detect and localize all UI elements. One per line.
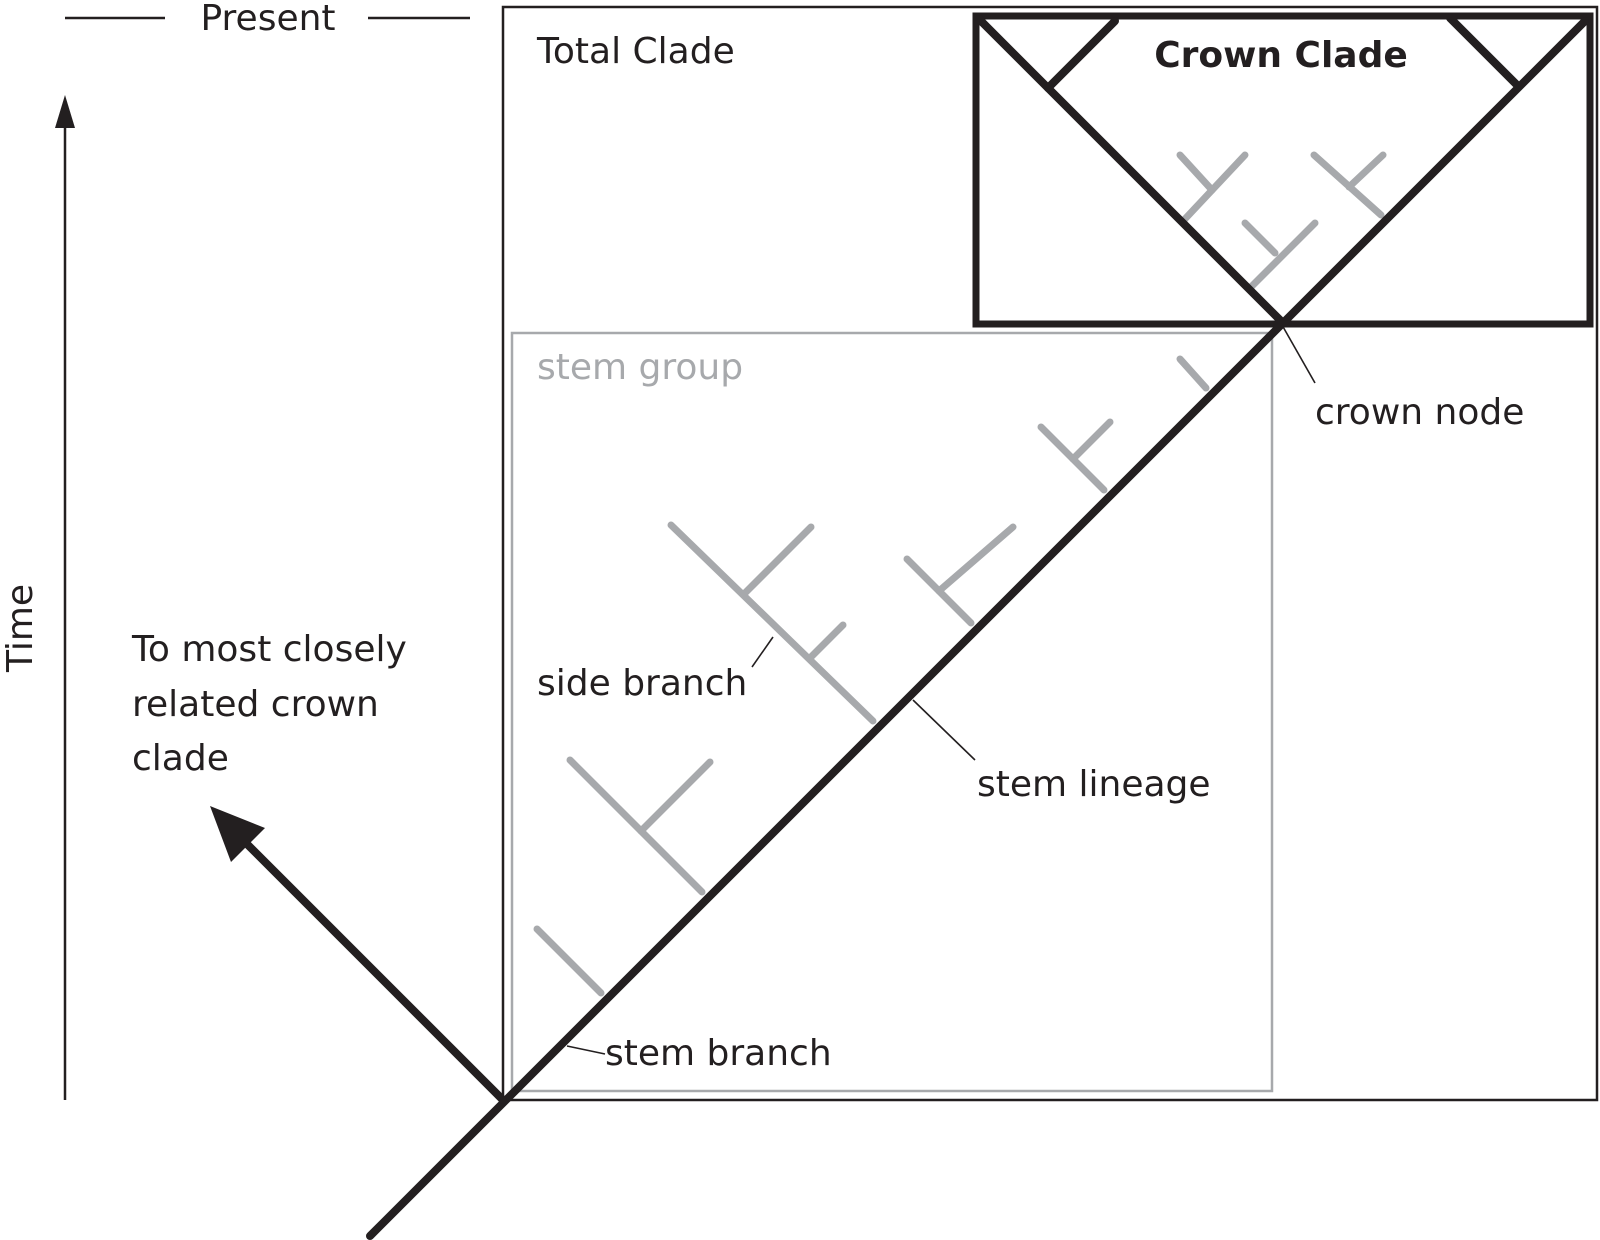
- stem-side-branches: [533, 355, 1210, 997]
- stem-lineage-line: [366, 17, 1589, 1240]
- related-crown-arrowhead: [210, 806, 265, 862]
- crown-branch-a: [1247, 219, 1319, 291]
- crown-node-leader: [1281, 324, 1316, 384]
- side-branch-3-fork-a: [740, 523, 815, 598]
- crown-clade-lines: [975, 14, 1520, 324]
- side-branch-3: [667, 521, 877, 725]
- stem-branch-leader: [566, 1045, 606, 1055]
- side-branch-3-fork-b: [806, 621, 847, 662]
- related-crown-arrow-shaft: [236, 833, 507, 1104]
- total-clade-label: Total Clade: [536, 31, 735, 72]
- related-crown-label-line2: related crown: [132, 684, 379, 725]
- crown-left-fork: [1044, 17, 1119, 92]
- stem-lineage-leader: [912, 699, 976, 761]
- crown-clade-label: Crown Clade: [1154, 35, 1408, 76]
- time-axis-arrowhead: [55, 95, 75, 128]
- side-branch-1: [533, 925, 605, 997]
- stem-lineage-label: stem lineage: [977, 764, 1211, 805]
- side-branch-leader: [751, 636, 774, 668]
- related-crown-label-line1: To most closely: [131, 629, 407, 670]
- side-branch-4-fork: [935, 523, 1017, 595]
- side-branch-2: [566, 756, 706, 896]
- crown-branch-a-fork: [1241, 219, 1279, 257]
- side-branch-label: side branch: [537, 663, 747, 704]
- crown-branch-b: [1180, 151, 1249, 224]
- stem-group-label: stem group: [537, 347, 743, 388]
- stem-group-box: [510, 331, 1274, 1093]
- crown-node-label: crown node: [1315, 392, 1524, 433]
- related-crown-label-line3: clade: [132, 738, 229, 779]
- side-branch-6: [1176, 355, 1210, 392]
- crown-right-fork: [1446, 14, 1520, 88]
- crown-branch-b-fork: [1176, 151, 1216, 194]
- stem-branch-label: stem branch: [605, 1033, 832, 1074]
- crown-left-arm: [975, 15, 1284, 324]
- total-clade-box: [501, 5, 1599, 1102]
- crown-branch-c-fork: [1345, 151, 1387, 191]
- time-label: Time: [0, 584, 41, 673]
- side-branch-5-fork: [1069, 418, 1114, 463]
- side-branch-2-fork: [637, 758, 714, 835]
- crown-internal-branches: [1176, 151, 1387, 291]
- present-label: Present: [200, 0, 335, 39]
- leader-lines: [566, 324, 1316, 1055]
